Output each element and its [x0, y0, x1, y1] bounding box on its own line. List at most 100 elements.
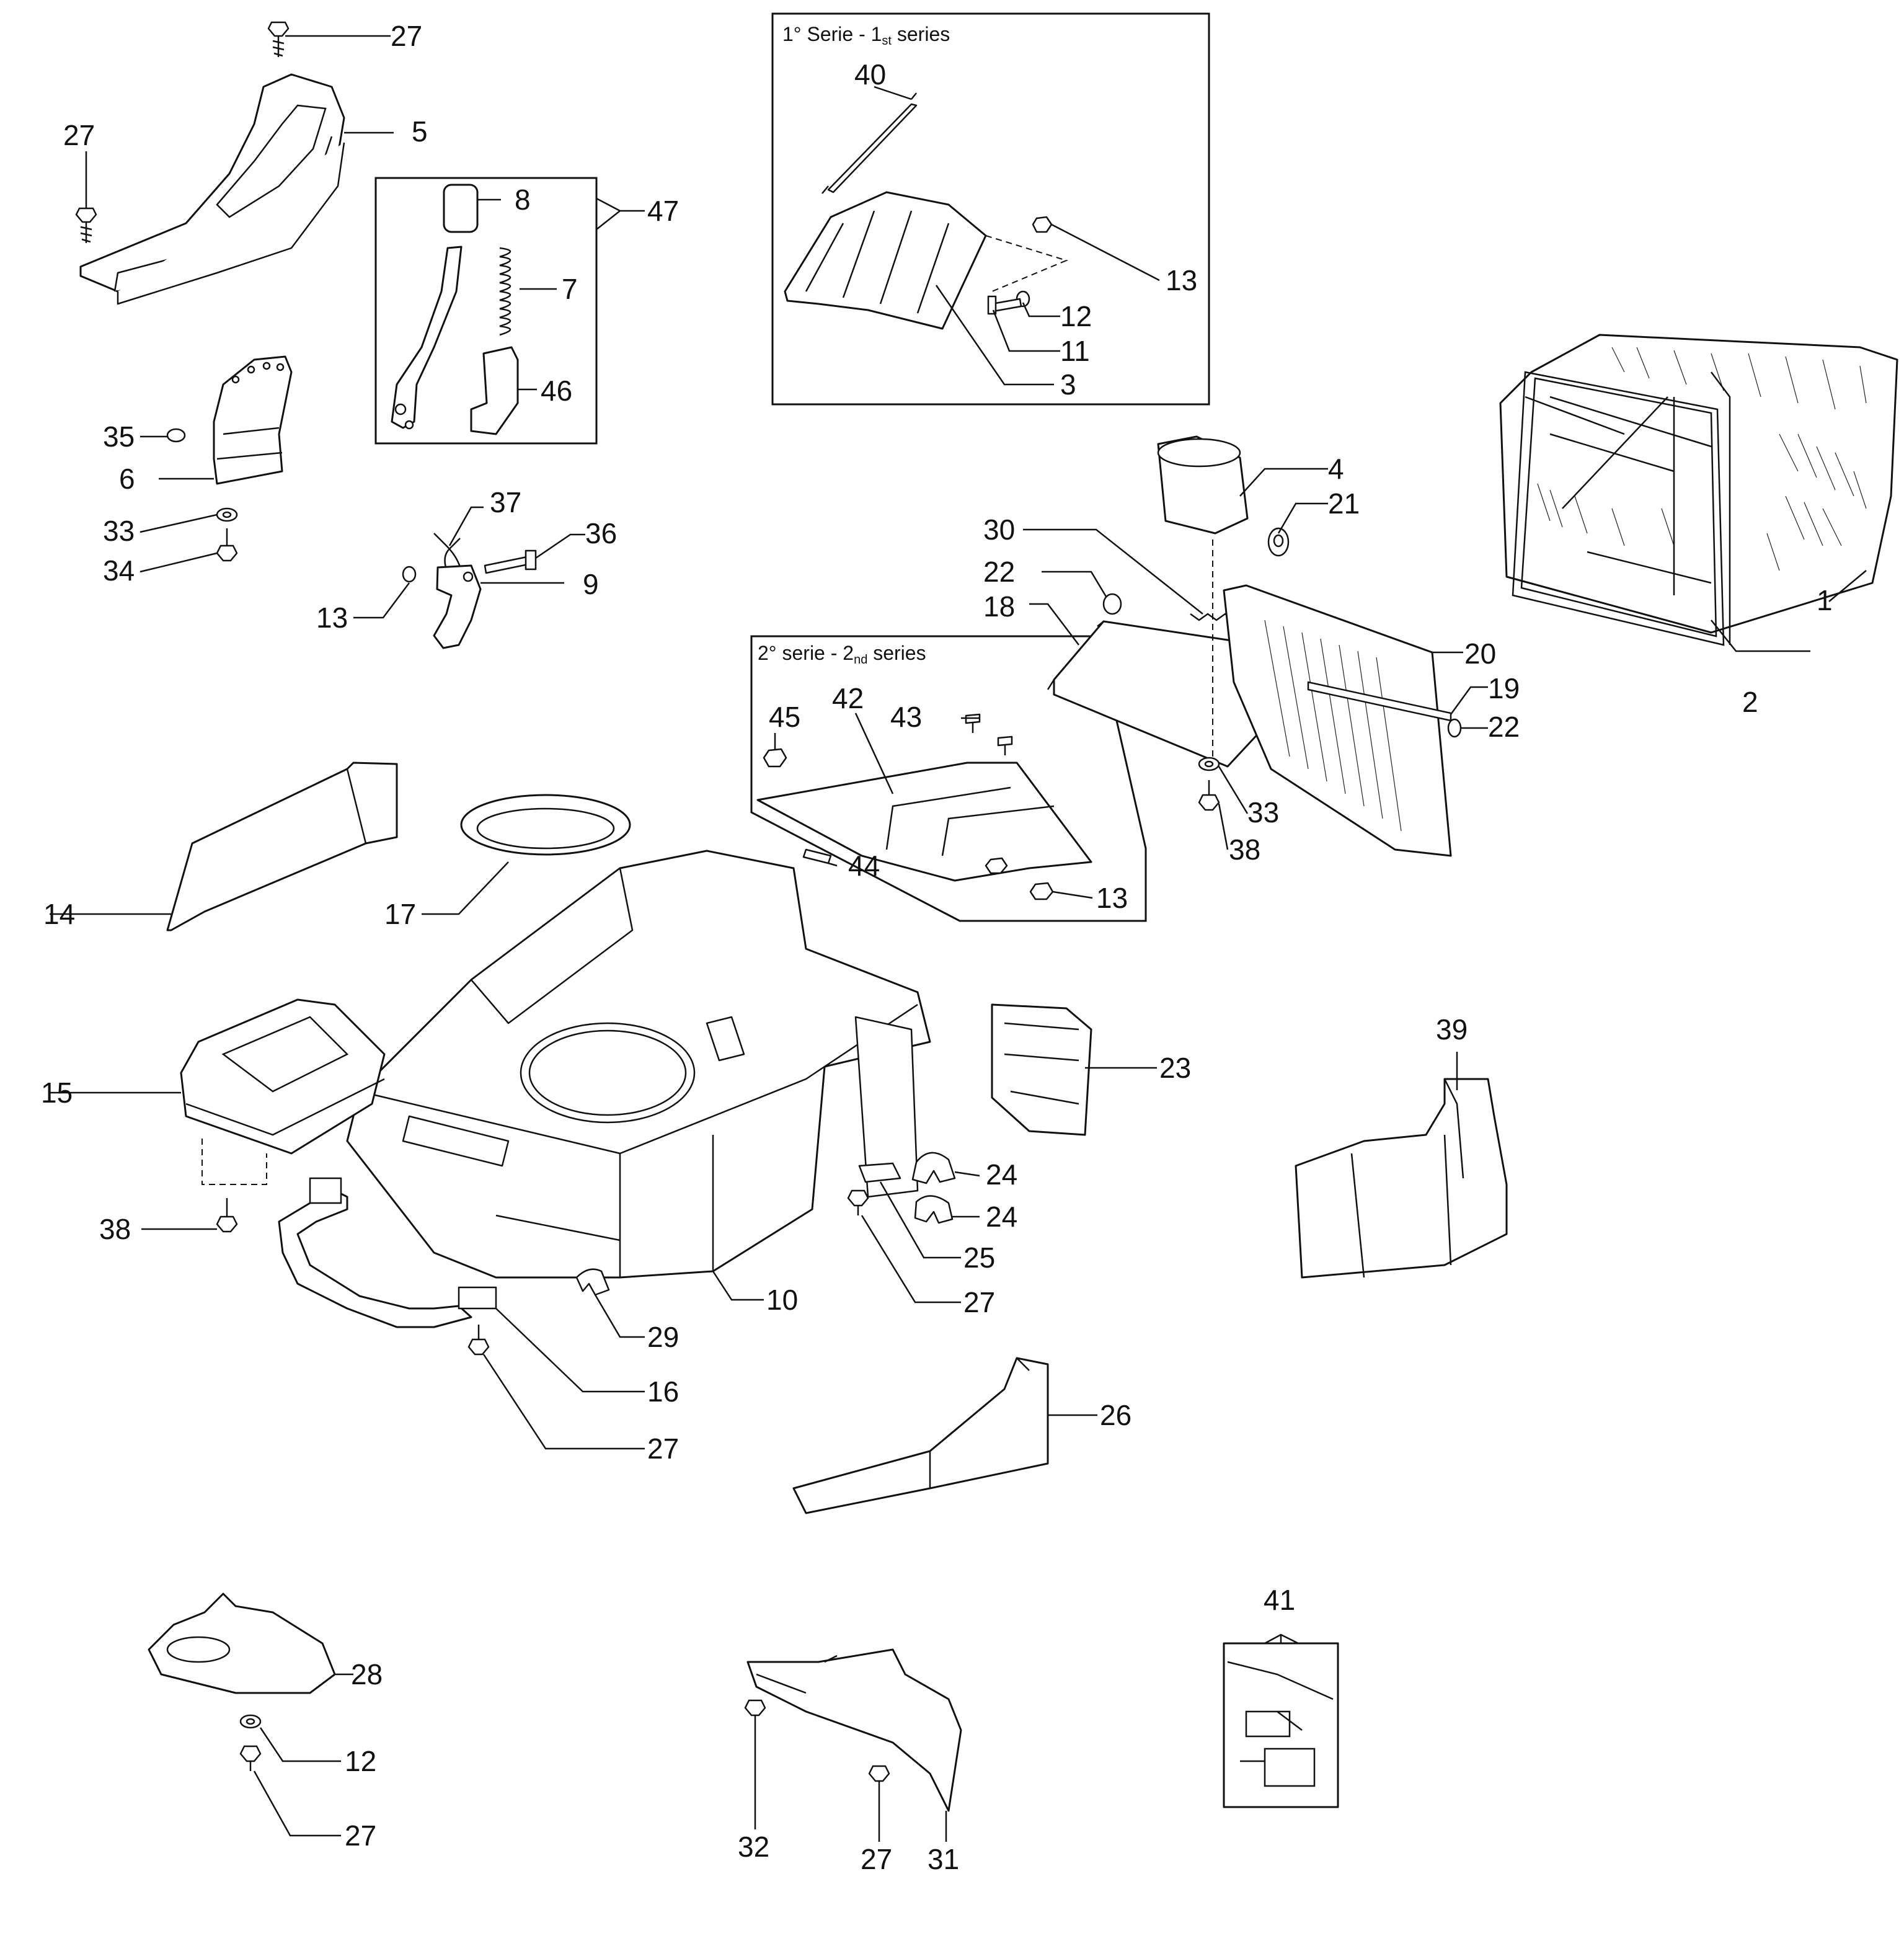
- part-13-nut-left: [402, 566, 417, 583]
- part-1-grass-bag: [1499, 334, 1898, 634]
- callout-5: 5: [412, 115, 428, 148]
- part-4-cap: [1157, 435, 1249, 535]
- callout-22: 22: [983, 556, 1015, 588]
- part-36-bolt: [484, 549, 537, 574]
- part-13-nut-second: [1029, 882, 1054, 900]
- callout-41: 41: [1264, 1584, 1295, 1616]
- part-38-screw-left: [216, 1198, 238, 1233]
- callout-24: 24: [986, 1158, 1017, 1191]
- callout-6: 6: [119, 463, 135, 495]
- part-lever: [391, 246, 463, 430]
- callout-12: 12: [345, 1745, 376, 1777]
- part-21-grommet: [1267, 527, 1290, 557]
- callout-18: 18: [983, 590, 1015, 623]
- callout-45: 45: [769, 701, 800, 733]
- callout-9: 9: [583, 568, 599, 600]
- part-46-bracket: [470, 346, 519, 435]
- callout-44: 44: [848, 850, 880, 882]
- part-15-cover: [180, 998, 386, 1155]
- callout-25: 25: [963, 1241, 995, 1274]
- leader-lines: [50, 35, 1867, 1842]
- callout-30: 30: [983, 513, 1015, 546]
- part-43-screws: [965, 713, 1013, 755]
- part-2-bag-frame: [1512, 371, 1731, 646]
- part-13-nut-second-b: [985, 857, 1008, 874]
- callout-10: 10: [766, 1284, 798, 1316]
- part-25-bracket: [858, 1162, 901, 1183]
- screw-27-bottom: [239, 1745, 262, 1771]
- callout-31: 31: [928, 1843, 959, 1875]
- part-24-clip-upper: [911, 1152, 956, 1184]
- part-29-clip: [575, 1268, 610, 1296]
- callout-labels: 27 5 27 8 47 7 46 35 6 33 34 37 36 9 13 …: [41, 20, 1833, 1875]
- screw-27-top: [267, 21, 290, 57]
- part-28-cover: [148, 1592, 336, 1694]
- callout-36: 36: [585, 517, 617, 549]
- callout-46: 46: [541, 375, 572, 407]
- callout-27: 27: [647, 1432, 679, 1465]
- callout-19: 19: [1488, 672, 1520, 704]
- callout-26: 26: [1100, 1399, 1131, 1431]
- callout-7: 7: [562, 273, 578, 305]
- part-13-nut-first: [1032, 216, 1053, 233]
- callout-37: 37: [490, 486, 521, 518]
- callout-43: 43: [890, 701, 922, 733]
- part-6-bracket: [213, 355, 293, 485]
- part-35-clip: [166, 428, 186, 443]
- part-34-screw: [216, 528, 238, 562]
- part-3-deflector: [784, 191, 1068, 330]
- second-series-box: 2° serie - 2nd series: [750, 635, 1147, 922]
- callout-27: 27: [391, 20, 422, 52]
- first-series-box: 1° Serie - 1st series: [771, 12, 1210, 406]
- callout-40: 40: [854, 58, 886, 91]
- screw-27-bottom-left: [467, 1325, 490, 1356]
- part-33-washer-left: [216, 507, 238, 522]
- part-5-handle-cover: [79, 73, 345, 305]
- callout-27: 27: [63, 119, 95, 151]
- part-40-rod: [821, 92, 918, 194]
- callout-20: 20: [1464, 637, 1496, 670]
- part-16-bracket: [278, 1177, 497, 1328]
- part-33-washer-rear: [1198, 757, 1220, 771]
- part-32-screw: [744, 1699, 766, 1725]
- callout-3: 3: [1060, 368, 1076, 401]
- part-41-label: [1223, 1642, 1339, 1808]
- callout-35: 35: [103, 420, 135, 453]
- callout-14: 14: [43, 898, 75, 930]
- part-42-deflector: [756, 762, 1092, 882]
- second-series-caption: 2° serie - 2nd series: [758, 642, 926, 667]
- callout-13: 13: [316, 602, 348, 634]
- callout-29: 29: [647, 1321, 679, 1353]
- part-39-chute: [1295, 1078, 1508, 1279]
- callout-24: 24: [986, 1201, 1017, 1233]
- callout-39: 39: [1436, 1013, 1468, 1046]
- part-22-bushing-right: [1447, 718, 1462, 738]
- part-10-deck: [346, 850, 931, 1279]
- part-45-nut: [763, 748, 787, 768]
- part-12-washer-bottom: [239, 1714, 262, 1729]
- part-15-dash: [201, 1139, 267, 1185]
- part-7-spring: [499, 247, 511, 336]
- callout-21: 21: [1328, 487, 1360, 520]
- kit-47-box: [374, 177, 598, 445]
- callout-27: 27: [345, 1819, 376, 1852]
- part-20-grill: [1223, 584, 1452, 857]
- part-11-bolt-first: [987, 295, 1022, 315]
- part-9-lever: [433, 564, 482, 649]
- part-24-clip-lower: [914, 1195, 954, 1224]
- part-23-plate: [991, 1003, 1092, 1136]
- callout-15: 15: [41, 1077, 73, 1109]
- screw-27-center: [847, 1189, 869, 1215]
- callout-1: 1: [1817, 584, 1833, 616]
- callout-17: 17: [384, 898, 416, 930]
- callout-32: 32: [738, 1831, 769, 1863]
- callout-27: 27: [963, 1286, 995, 1318]
- callout-12: 12: [1060, 300, 1092, 332]
- callout-11: 11: [1060, 335, 1090, 367]
- callout-13: 13: [1096, 882, 1128, 914]
- callout-38: 38: [1229, 833, 1260, 866]
- callout-8: 8: [515, 184, 531, 216]
- part-8-grip: [443, 184, 479, 233]
- part-17-ring: [460, 794, 631, 856]
